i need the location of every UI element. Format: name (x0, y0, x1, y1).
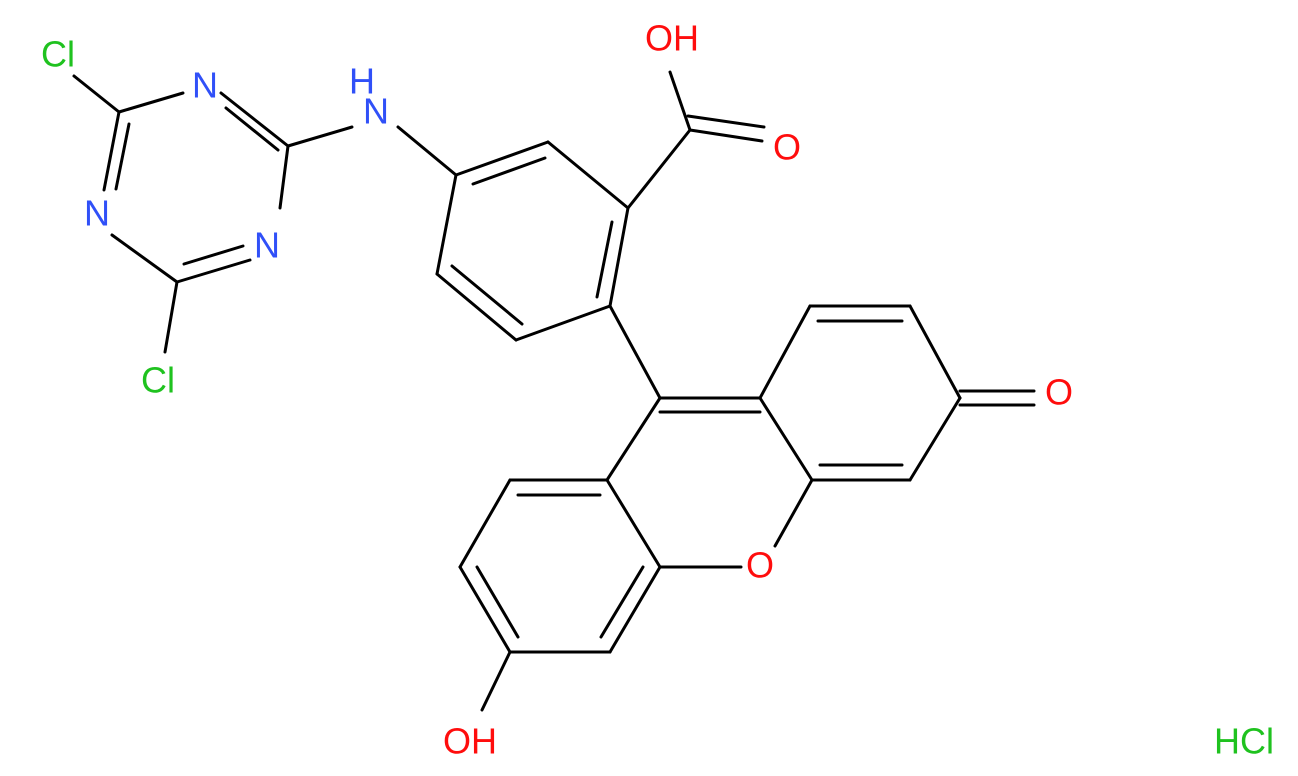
bond (102, 110, 121, 192)
amine-hydrogen-label: H (349, 61, 375, 102)
bond (688, 128, 764, 143)
bond (599, 565, 645, 639)
bond (110, 233, 179, 284)
bond (435, 272, 518, 342)
ring-oxygen-label: O (746, 545, 774, 586)
triazine-nitrogen-top: N (192, 65, 218, 106)
bond (668, 70, 692, 132)
bond (626, 128, 692, 210)
bond (396, 125, 458, 177)
bond (605, 396, 662, 482)
bond (475, 565, 520, 639)
bond (278, 144, 290, 210)
carboxyl-hydroxyl-label: OH (645, 18, 699, 59)
chlorine-label-top: Cl (41, 34, 75, 75)
bond (450, 264, 524, 326)
bond (758, 304, 812, 400)
bonds (72, 70, 1036, 712)
bond (686, 114, 766, 129)
bond (224, 106, 280, 152)
bond (163, 280, 179, 354)
bond (219, 91, 290, 148)
bond (546, 140, 630, 210)
bond (608, 565, 662, 654)
bond (286, 125, 354, 148)
bond (608, 304, 662, 400)
bond (758, 396, 814, 482)
bond (114, 122, 131, 191)
bond (435, 173, 458, 276)
bond (454, 140, 550, 177)
bond (773, 478, 814, 548)
bond (458, 478, 512, 569)
bond (480, 650, 512, 712)
bond (605, 478, 662, 569)
ketone-oxygen-label: O (1045, 372, 1073, 413)
triazine-nitrogen-right: N (254, 225, 280, 266)
bond (182, 244, 245, 266)
hydrochloride-label: HCl (1214, 721, 1274, 762)
chlorine-label-bottom: Cl (141, 360, 175, 401)
bond (595, 220, 614, 299)
bond (72, 74, 121, 114)
phenol-hydroxyl-label: OH (443, 721, 497, 762)
bond (458, 565, 512, 654)
bond (471, 156, 547, 186)
amine-nitrogen-label: N (363, 91, 389, 132)
atom-labels: Cl Cl N N N H N OH O O O OH HCl (41, 18, 1274, 762)
bond (608, 206, 630, 308)
bond (908, 396, 962, 482)
bond (908, 304, 962, 400)
triazine-nitrogen-left: N (84, 193, 110, 234)
carboxyl-oxygen-label: O (773, 127, 801, 168)
bond (175, 258, 252, 284)
bond (514, 304, 612, 342)
bond (117, 91, 185, 114)
